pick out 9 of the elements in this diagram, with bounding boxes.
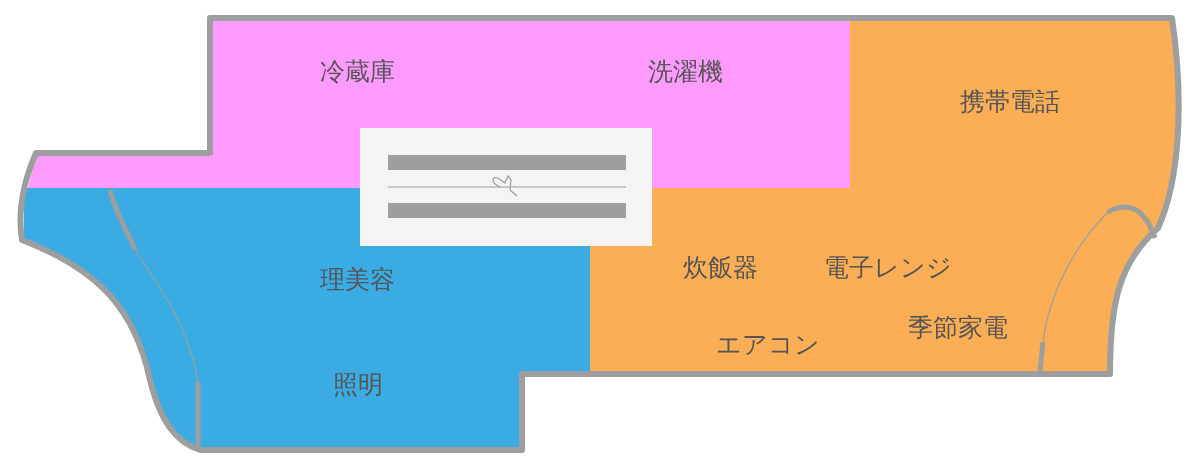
- area-label: 冷蔵庫: [319, 58, 395, 86]
- area-label: 洗濯機: [647, 58, 723, 86]
- area-label: 季節家電: [908, 314, 1008, 342]
- area-label: 炊飯器: [682, 254, 758, 282]
- area-label: エアコン: [716, 331, 820, 359]
- area-label: 電子レンジ: [824, 254, 952, 282]
- area-label: 理美容: [319, 266, 395, 294]
- area-label: 照明: [333, 371, 383, 399]
- area-label: 携帯電話: [960, 88, 1060, 116]
